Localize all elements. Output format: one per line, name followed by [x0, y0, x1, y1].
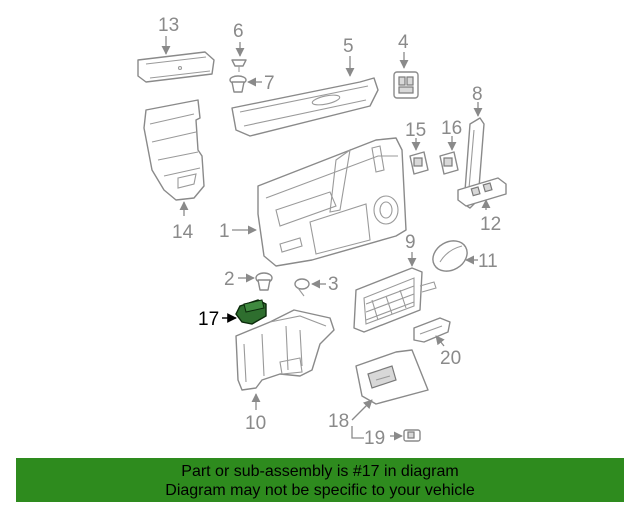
callout-16: 16: [441, 118, 462, 139]
part-3-fastener: 3: [294, 274, 339, 297]
callout-2: 2: [224, 269, 235, 290]
part-12-switch-panel: 12: [457, 177, 507, 235]
part-14-bracket: 14: [143, 99, 205, 243]
part-7-clip: 7: [229, 73, 275, 94]
part-17-highlighted: 17: [198, 299, 267, 330]
callout-19: 19: [364, 428, 385, 449]
callout-9: 9: [405, 232, 416, 253]
part-18-armrest: 18: [328, 349, 429, 432]
part-20-handle: 20: [413, 317, 461, 369]
callout-14: 14: [172, 222, 194, 243]
parts-diagram: 13 6 7 5 4 8: [137, 15, 507, 449]
callout-7: 7: [264, 73, 275, 94]
callout-4: 4: [398, 32, 409, 53]
part-6-screw: 6: [231, 21, 247, 72]
callout-20: 20: [440, 348, 461, 369]
part-2-grommet: 2: [224, 269, 273, 291]
banner-line-1: Part or sub-assembly is #17 in diagram: [181, 463, 459, 480]
part-1-door-panel: 1: [219, 137, 407, 267]
part-13-trim-strip: 13: [137, 15, 215, 83]
info-banner: Part or sub-assembly is #17 in diagram D…: [16, 458, 624, 502]
callout-5: 5: [343, 36, 354, 57]
callout-18: 18: [328, 411, 349, 432]
callout-10: 10: [245, 413, 266, 434]
callout-11: 11: [478, 251, 498, 272]
part-19-clip: 19: [351, 426, 421, 449]
callout-8: 8: [472, 84, 483, 105]
part-10-bracket: 10: [235, 309, 335, 434]
callout-15: 15: [405, 120, 426, 141]
part-5-upper-panel: 5: [231, 36, 379, 137]
callout-12: 12: [480, 214, 501, 235]
callout-13: 13: [158, 15, 179, 36]
callout-6: 6: [233, 21, 244, 42]
part-15-switch: 15: [405, 120, 429, 175]
callout-17: 17: [198, 309, 219, 330]
part-9-map-pocket: 9: [353, 232, 437, 333]
banner-line-2: Diagram may not be specific to your vehi…: [165, 482, 475, 499]
callout-3: 3: [328, 274, 339, 295]
callout-1: 1: [219, 221, 230, 242]
part-16-switch: 16: [439, 118, 462, 175]
part-11-cover: 11: [432, 240, 498, 272]
part-4-switch: 4: [393, 32, 419, 99]
